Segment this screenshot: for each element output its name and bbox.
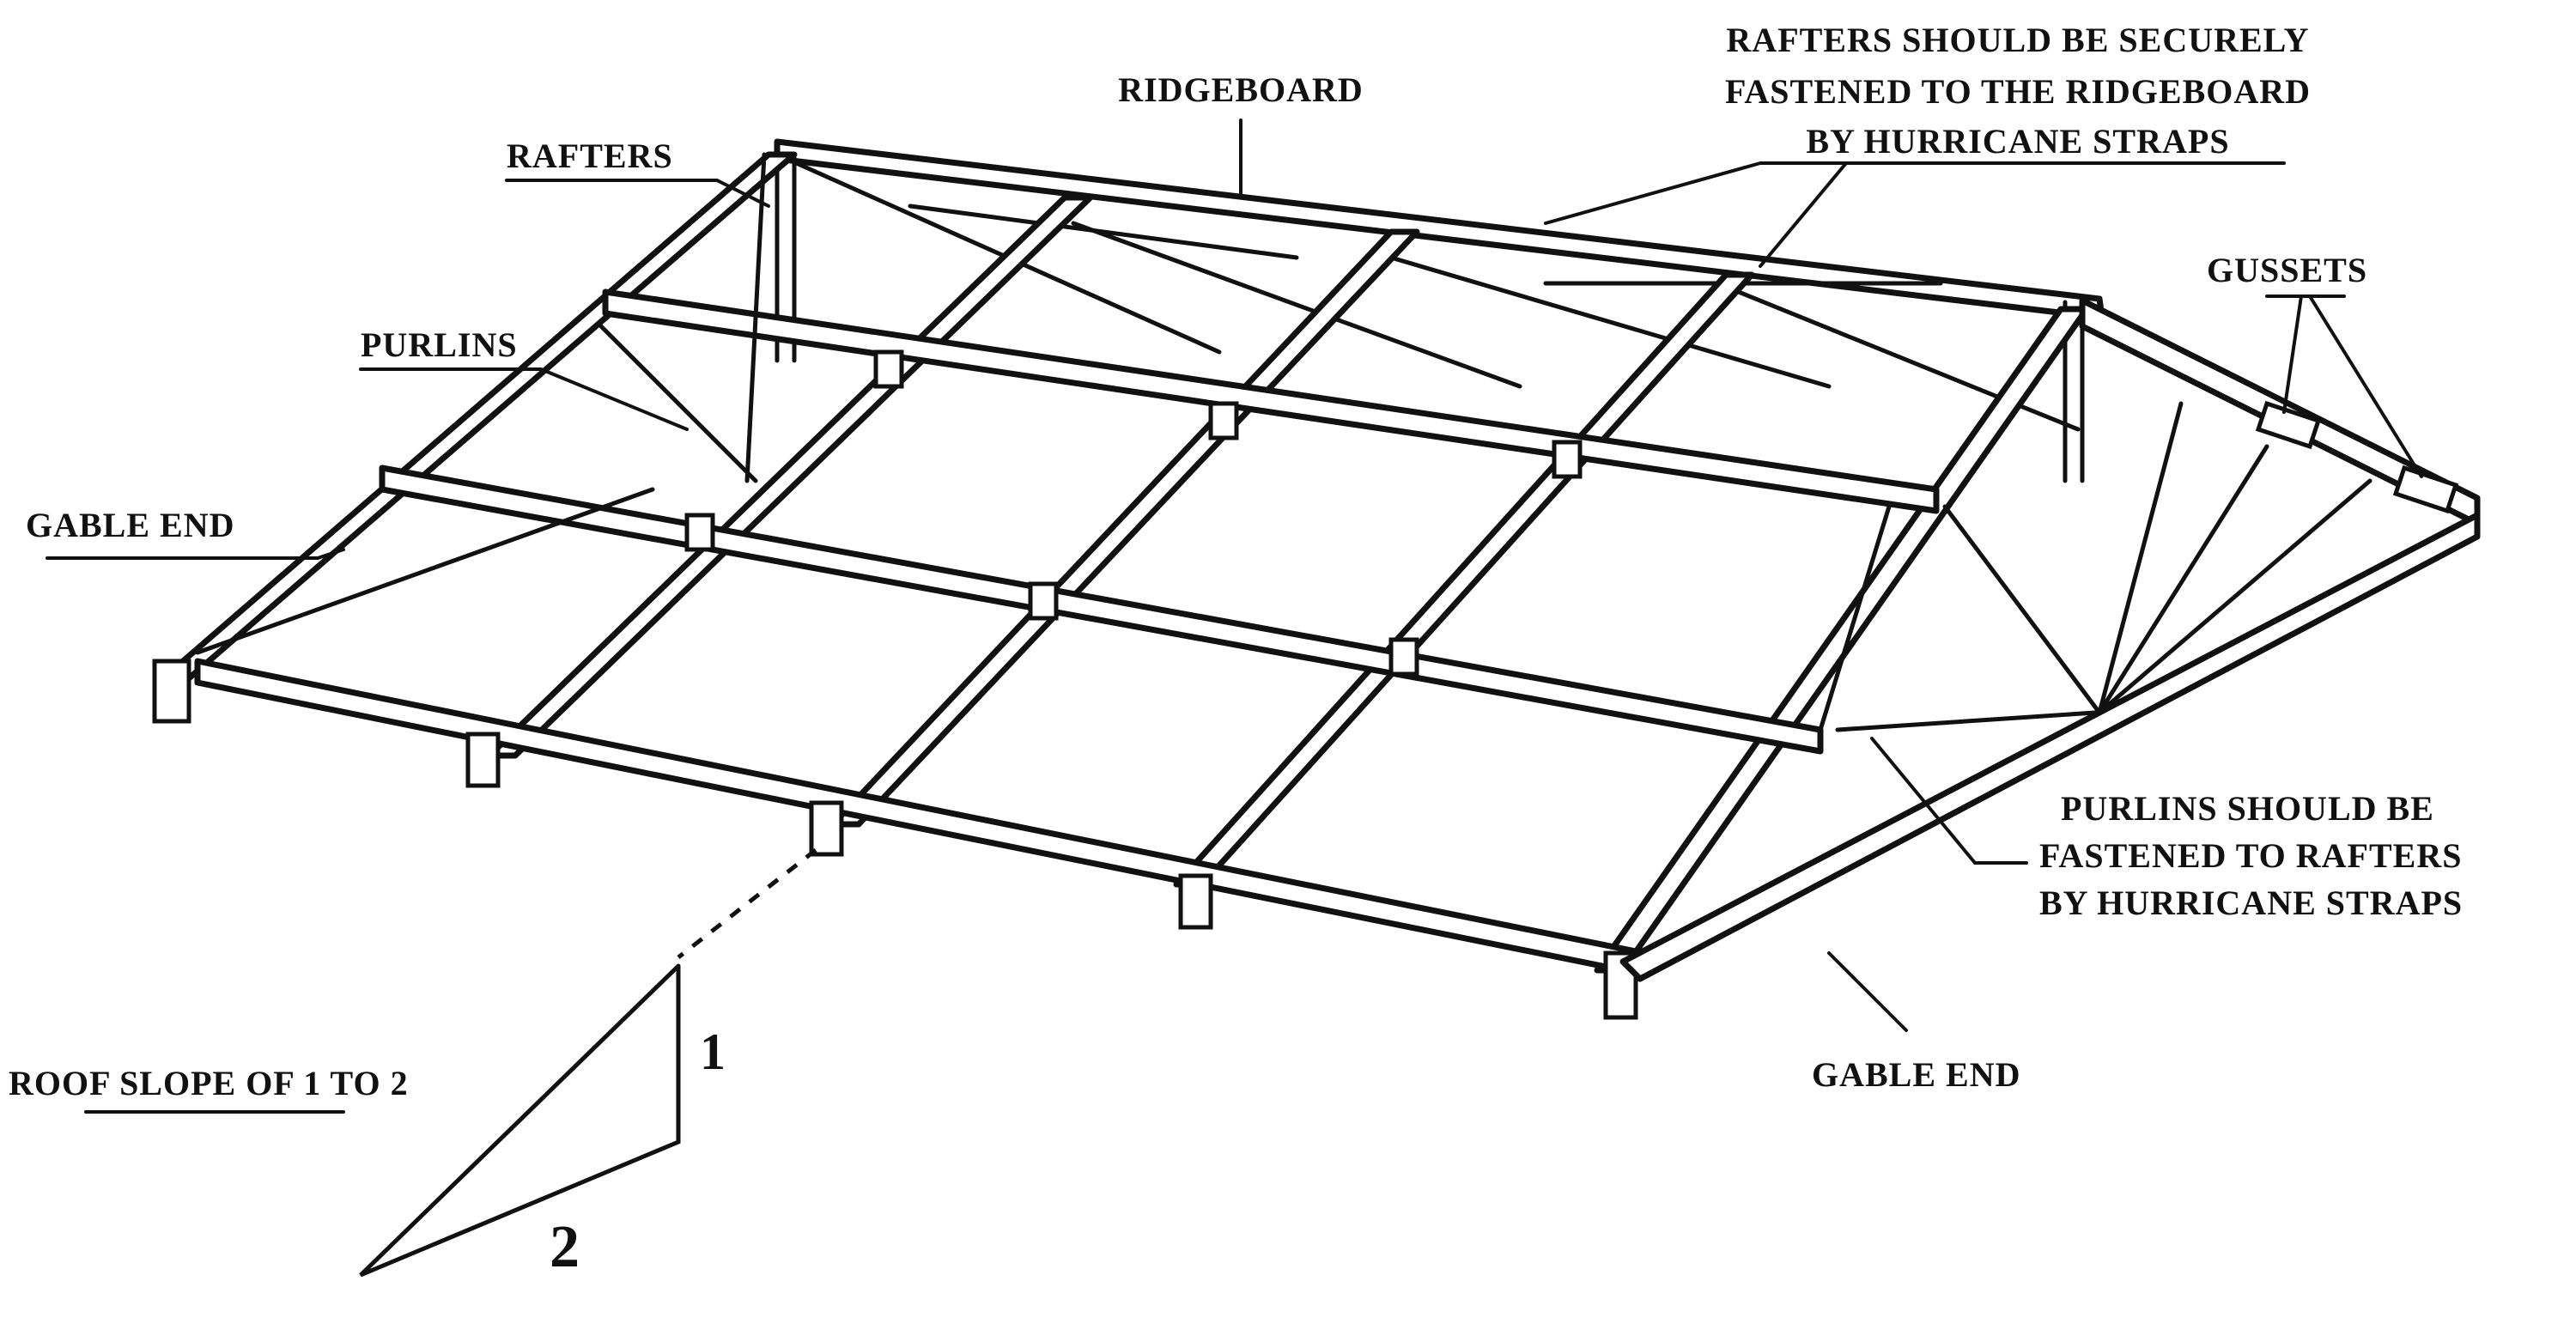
slope-dashed-line bbox=[677, 848, 817, 959]
rafters-note-line-3: BY HURRICANE STRAPS bbox=[1806, 122, 2229, 161]
roof-slope-label: ROOF SLOPE OF 1 TO 2 bbox=[9, 1064, 409, 1102]
rafters bbox=[160, 151, 2090, 974]
purlins bbox=[194, 288, 1940, 978]
back-bracing bbox=[775, 152, 2081, 432]
gable-end-left-label: GABLE END bbox=[26, 506, 235, 544]
rafters-note-line-2: FASTENED TO THE RIDGEBOARD bbox=[1725, 72, 2311, 111]
gable-end-left-frame bbox=[195, 152, 767, 655]
slope-triangle bbox=[359, 963, 681, 1278]
rafters-note: RAFTERS SHOULD BE SECURELY FASTENED TO T… bbox=[1725, 21, 2311, 161]
rafters-note-line-1: RAFTERS SHOULD BE SECURELY bbox=[1726, 21, 2309, 59]
purlins-note-line-1: PURLINS SHOULD BE bbox=[2061, 789, 2434, 828]
purlins-label: PURLINS bbox=[361, 325, 518, 364]
leader-lines bbox=[46, 118, 2423, 1032]
ridgeboard-label: RIDGEBOARD bbox=[1118, 70, 1364, 109]
purlins-note: PURLINS SHOULD BE FASTENED TO RAFTERS BY… bbox=[2039, 789, 2463, 922]
gussets-label: GUSSETS bbox=[2207, 251, 2367, 289]
slope-rise-label: 1 bbox=[700, 1023, 726, 1080]
rafters-label: RAFTERS bbox=[507, 137, 673, 175]
gable-end-right-truss bbox=[1619, 297, 2481, 982]
slope-run-label: 2 bbox=[550, 1214, 580, 1280]
purlins-note-line-2: FASTENED TO RAFTERS bbox=[2039, 836, 2462, 875]
purlin-blocks bbox=[152, 349, 1638, 1020]
purlins-note-line-3: BY HURRICANE STRAPS bbox=[2039, 884, 2463, 922]
gable-end-bottom-label: GABLE END bbox=[1812, 1055, 2021, 1094]
gusset-plates bbox=[2255, 400, 2459, 514]
